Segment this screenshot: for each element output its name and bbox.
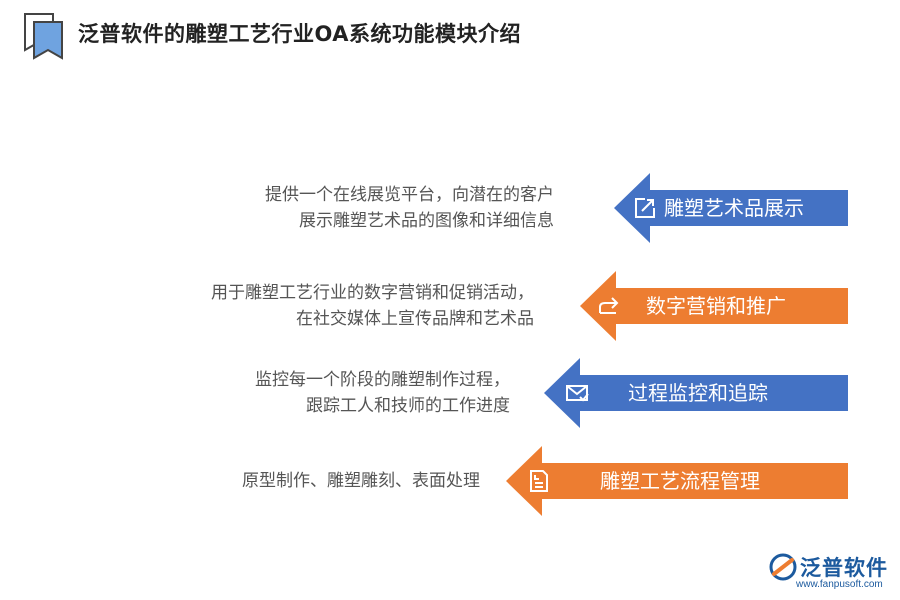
module-row-2: 用于雕塑工艺行业的数字营销和促销活动， 在社交媒体上宣传品牌和艺术品 数字营销和… xyxy=(0,271,900,341)
logo-url: www.fanpusoft.com xyxy=(796,579,883,590)
brand-logo: 泛普软件 www.fanpusoft.com xyxy=(768,548,892,596)
module-label: 数字营销和推广 xyxy=(646,294,786,318)
mail-icon xyxy=(564,380,590,406)
description-line: 原型制作、雕塑雕刻、表面处理 xyxy=(242,471,480,491)
description-line: 用于雕塑工艺行业的数字营销和促销活动， xyxy=(211,283,534,303)
module-label: 雕塑艺术品展示 xyxy=(664,196,804,220)
description-line: 提供一个在线展览平台，向潜在的客户 xyxy=(265,185,554,205)
description-line: 监控每一个阶段的雕塑制作过程， xyxy=(255,370,510,390)
logo-icon xyxy=(769,553,797,581)
module-row-1: 提供一个在线展览平台，向潜在的客户 展示雕塑艺术品的图像和详细信息 雕塑艺术品展… xyxy=(0,173,900,243)
document-icon xyxy=(526,468,552,494)
module-arrow-process[interactable]: 雕塑工艺流程管理 xyxy=(506,446,848,516)
description-line: 在社交媒体上宣传品牌和艺术品 xyxy=(296,309,534,329)
module-description: 原型制作、雕塑雕刻、表面处理 xyxy=(200,446,480,516)
module-arrow-gallery[interactable]: 雕塑艺术品展示 xyxy=(614,173,848,243)
module-description: 用于雕塑工艺行业的数字营销和促销活动， 在社交媒体上宣传品牌和艺术品 xyxy=(160,271,534,341)
module-row-4: 原型制作、雕塑雕刻、表面处理 雕塑工艺流程管理 xyxy=(0,446,900,516)
module-description: 提供一个在线展览平台，向潜在的客户 展示雕塑艺术品的图像和详细信息 xyxy=(200,173,554,243)
module-label: 过程监控和追踪 xyxy=(628,381,768,405)
module-arrow-marketing[interactable]: 数字营销和推广 xyxy=(580,271,848,341)
module-row-3: 监控每一个阶段的雕塑制作过程， 跟踪工人和技师的工作进度 过程监控和追踪 xyxy=(0,358,900,428)
description-line: 跟踪工人和技师的工作进度 xyxy=(306,396,510,416)
page-title: 泛普软件的雕塑工艺行业OA系统功能模块介绍 xyxy=(78,22,522,46)
description-line: 展示雕塑艺术品的图像和详细信息 xyxy=(299,211,554,231)
bookmark-icon xyxy=(22,12,66,62)
edit-icon xyxy=(632,195,658,221)
share-icon xyxy=(596,293,622,319)
module-label: 雕塑工艺流程管理 xyxy=(600,469,760,493)
module-arrow-monitoring[interactable]: 过程监控和追踪 xyxy=(544,358,848,428)
logo-text: 泛普软件 xyxy=(800,556,888,580)
module-description: 监控每一个阶段的雕塑制作过程， 跟踪工人和技师的工作进度 xyxy=(200,358,510,428)
